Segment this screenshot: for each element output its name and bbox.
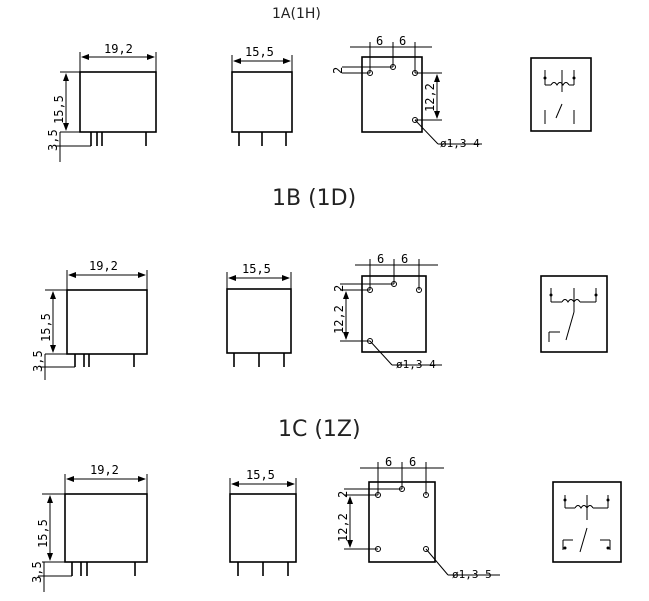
dim-pitch-b-1a: 6 xyxy=(399,34,406,48)
schematic-1a xyxy=(530,57,592,132)
dim-pitch-a-1b: 6 xyxy=(377,252,384,266)
bottom-view-1b: 6 6 2 12,2 ø1,3-4 xyxy=(332,252,442,371)
front-view-1a: 19,2 15,5 3,5 xyxy=(46,42,157,162)
dim-span-1c: 12,2 xyxy=(336,513,350,542)
section-title-1a: 1A(1H) xyxy=(272,6,321,22)
dim-pitch-b-1b: 6 xyxy=(401,252,408,266)
dim-span-1b: 12,2 xyxy=(332,305,346,334)
section-1b-drawings: 19,2 15,5 3,5 15,5 xyxy=(31,252,608,380)
section-title-1b: 1B (1D) xyxy=(272,186,357,211)
hole-label-1c: ø1,3-5 xyxy=(452,568,492,581)
front-view-1b: 19,2 15,5 3,5 xyxy=(31,259,148,380)
dim-width-1a: 19,2 xyxy=(104,42,133,56)
side-view-1a: 15,5 xyxy=(231,45,293,146)
dim-pin-1b: 3,5 xyxy=(31,350,45,372)
dim-depth-1b: 15,5 xyxy=(242,262,271,276)
side-view-1b: 15,5 xyxy=(226,262,292,367)
dim-height-1a: 15,5 xyxy=(52,95,66,124)
hole-label-1a: ø1,3-4 xyxy=(440,137,480,150)
dim-height-1b: 15,5 xyxy=(39,313,53,342)
dim-offset-1a: 2 xyxy=(331,67,345,74)
section-1a-drawings: 19,2 15,5 3,5 15,5 xyxy=(46,34,592,162)
dim-pitch-a-1c: 6 xyxy=(385,455,392,469)
front-view-1c: 19,2 15,5 3,5 xyxy=(30,463,148,592)
dim-pin-1a: 3,5 xyxy=(46,129,60,151)
dim-depth-1a: 15,5 xyxy=(245,45,274,59)
dim-offset-1c: 2 xyxy=(336,491,350,498)
dim-height-1c: 15,5 xyxy=(36,519,50,548)
side-view-1c: 15,5 xyxy=(229,468,297,576)
dim-pitch-b-1c: 6 xyxy=(409,455,416,469)
bottom-view-1c: 6 6 2 12,2 ø1,3-5 xyxy=(336,455,500,581)
dim-pin-1c: 3,5 xyxy=(30,561,44,583)
schematic-1b xyxy=(540,275,608,353)
dim-depth-1c: 15,5 xyxy=(246,468,275,482)
bottom-view-1a: 6 6 2 12,2 ø1,3-4 xyxy=(331,34,482,150)
schematic-1c xyxy=(552,481,622,563)
section-1c-drawings: 19,2 15,5 3,5 15,5 xyxy=(30,455,622,592)
dim-span-1a: 12,2 xyxy=(423,83,437,112)
dim-pitch-a-1a: 6 xyxy=(376,34,383,48)
section-title-1c: 1C (1Z) xyxy=(278,417,361,442)
hole-label-1b: ø1,3-4 xyxy=(396,358,436,371)
dim-width-1c: 19,2 xyxy=(90,463,119,477)
dim-width-1b: 19,2 xyxy=(89,259,118,273)
dim-offset-1b: 2 xyxy=(332,285,346,292)
